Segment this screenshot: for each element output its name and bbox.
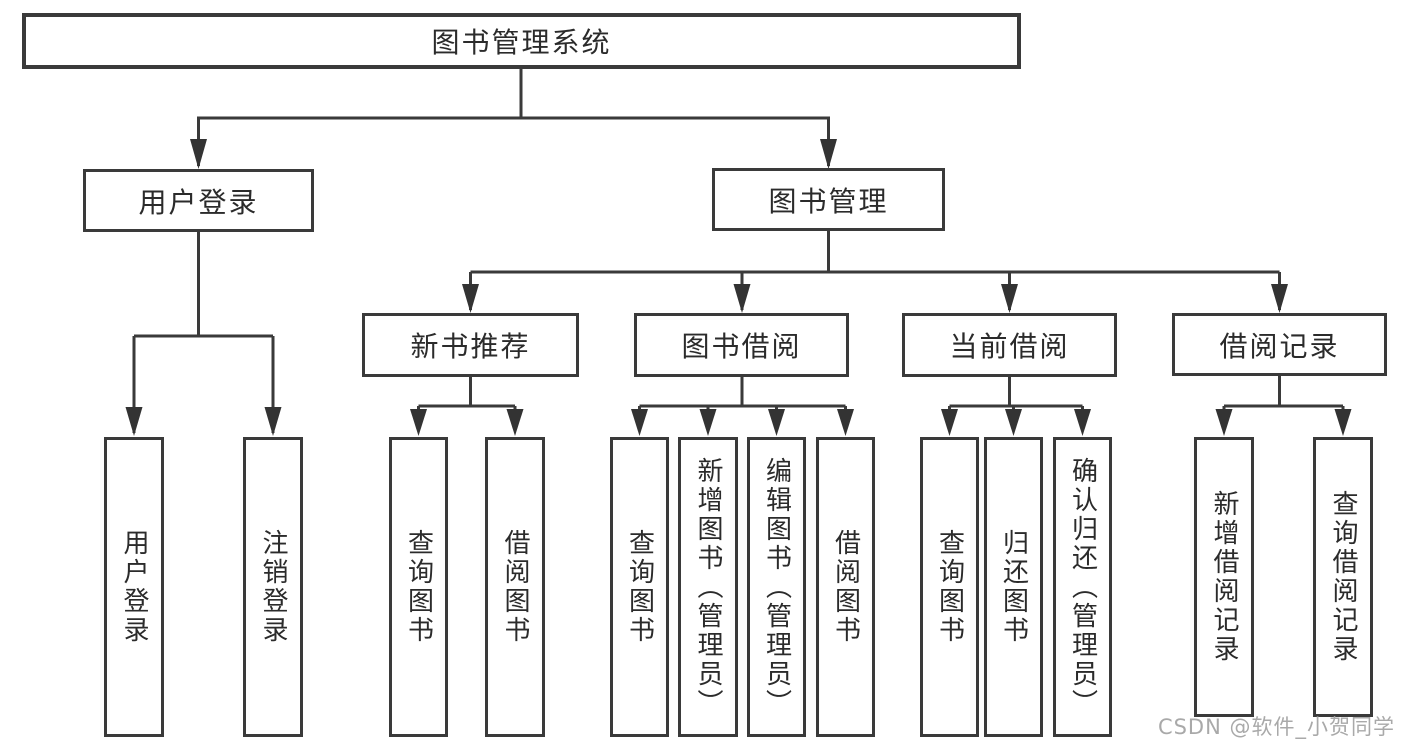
leaf-logout: 注销登录 — [243, 437, 303, 737]
arrowhead-br-query — [1334, 409, 1352, 436]
csdn-watermark: CSDN @软件_小贺同学 — [1157, 715, 1395, 739]
arrowhead-bb-query — [631, 409, 648, 436]
arrowhead-bb-borrow — [837, 409, 854, 436]
leaf-cb-return-books: 归还图书 — [984, 437, 1043, 737]
leaf-bb-add-books-admin: 新增图书（管理员） — [678, 437, 738, 737]
arrowhead-cb-confirm — [1074, 409, 1091, 436]
arrowhead-cb-return — [1005, 409, 1022, 436]
leaf-nb-borrow-books: 借阅图书 — [485, 437, 545, 737]
leaf-user-login: 用户登录 — [104, 437, 164, 737]
node-borrow-records: 借阅记录 — [1172, 313, 1387, 376]
arrowhead-new-book — [462, 284, 479, 313]
arrowhead-br-add — [1215, 409, 1233, 436]
node-current-borrow: 当前借阅 — [902, 313, 1117, 377]
arrowhead-nb-borrow — [506, 409, 524, 436]
node-user-login: 用户登录 — [83, 169, 314, 232]
leaf-cb-query-books: 查询图书 — [920, 437, 979, 737]
arrowhead-book-management — [820, 139, 837, 169]
root-node-system: 图书管理系统 — [22, 13, 1021, 69]
leaf-br-add-record: 新增借阅记录 — [1194, 437, 1254, 717]
leaf-br-query-record: 查询借阅记录 — [1313, 437, 1373, 717]
node-new-book-recommend: 新书推荐 — [362, 313, 579, 377]
leaf-bb-edit-books-admin: 编辑图书（管理员） — [747, 437, 806, 737]
arrowhead-borrow-records — [1271, 284, 1288, 313]
leaf-nb-query-books: 查询图书 — [389, 437, 448, 737]
arrowhead-cb-query — [941, 409, 958, 436]
arrowhead-book-borrow — [733, 284, 751, 313]
node-book-management: 图书管理 — [712, 168, 945, 231]
arrowhead-leaf-user-login — [125, 407, 143, 436]
arrowhead-nb-query — [410, 409, 427, 436]
node-book-borrow: 图书借阅 — [634, 313, 849, 377]
leaf-cb-confirm-return-admin: 确认归还（管理员） — [1053, 437, 1112, 737]
arrowhead-user-login — [190, 139, 207, 169]
arrowhead-bb-add — [699, 409, 717, 436]
leaf-bb-borrow-books: 借阅图书 — [816, 437, 875, 737]
arrowhead-bb-edit — [768, 409, 785, 436]
arrowhead-leaf-logout — [264, 407, 282, 436]
leaf-bb-query-books: 查询图书 — [610, 437, 669, 737]
arrowhead-current-borrow — [1001, 284, 1018, 313]
